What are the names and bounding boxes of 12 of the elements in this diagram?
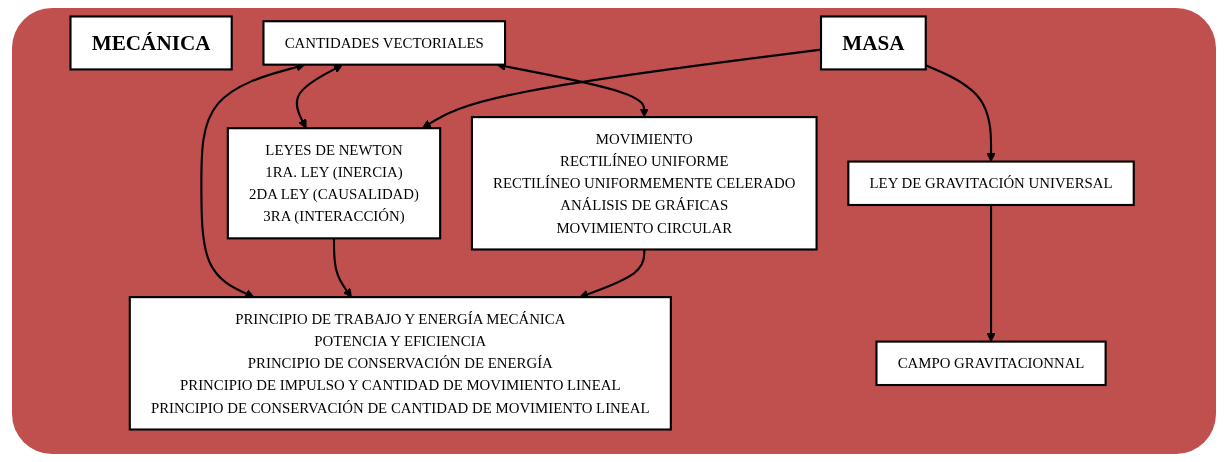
arrow (421, 48, 821, 129)
node-box: LEYES DE NEWTON 1RA. LEY (INERCIA) 2DA LEY (CAUSALIDAD) 3RA (INTERACCIÓN) (226, 127, 442, 240)
node-box: PRINCIPIO DE TRABAJO Y ENERGÍA MECÁNICA POTENCIA Y EFICIENCIA PRINCIPIO DE CONSERVACIÓN DE ENERGÍA PRINCIPIO DE IMPULSO Y CANTIDAD DE MOVIMIENTO LINEAL PRINCIPIO DE CONSERVACIÓN DE CANTIDAD DE MOVIMIENTO LINEAL (128, 296, 672, 431)
arrow (295, 64, 343, 129)
node-box: CANTIDADES VECTORIALES (262, 20, 506, 66)
node-box: MECÁNICA (69, 15, 233, 71)
node-box: MASA (819, 15, 927, 71)
node-box: CAMPO GRAVITACIONNAL (875, 340, 1107, 387)
node-box: MOVIMIENTO RECTILÍNEO UNIFORME RECTILÍNEO UNIFORMEMENTE CELERADO ANÁLISIS DE GRÁFICAS MOVIMIENTO CIRCULAR (470, 116, 818, 251)
arrow (332, 238, 352, 298)
node-box: LEY DE GRAVITACIÓN UNIVERSAL (847, 160, 1135, 207)
arrow (925, 64, 996, 162)
